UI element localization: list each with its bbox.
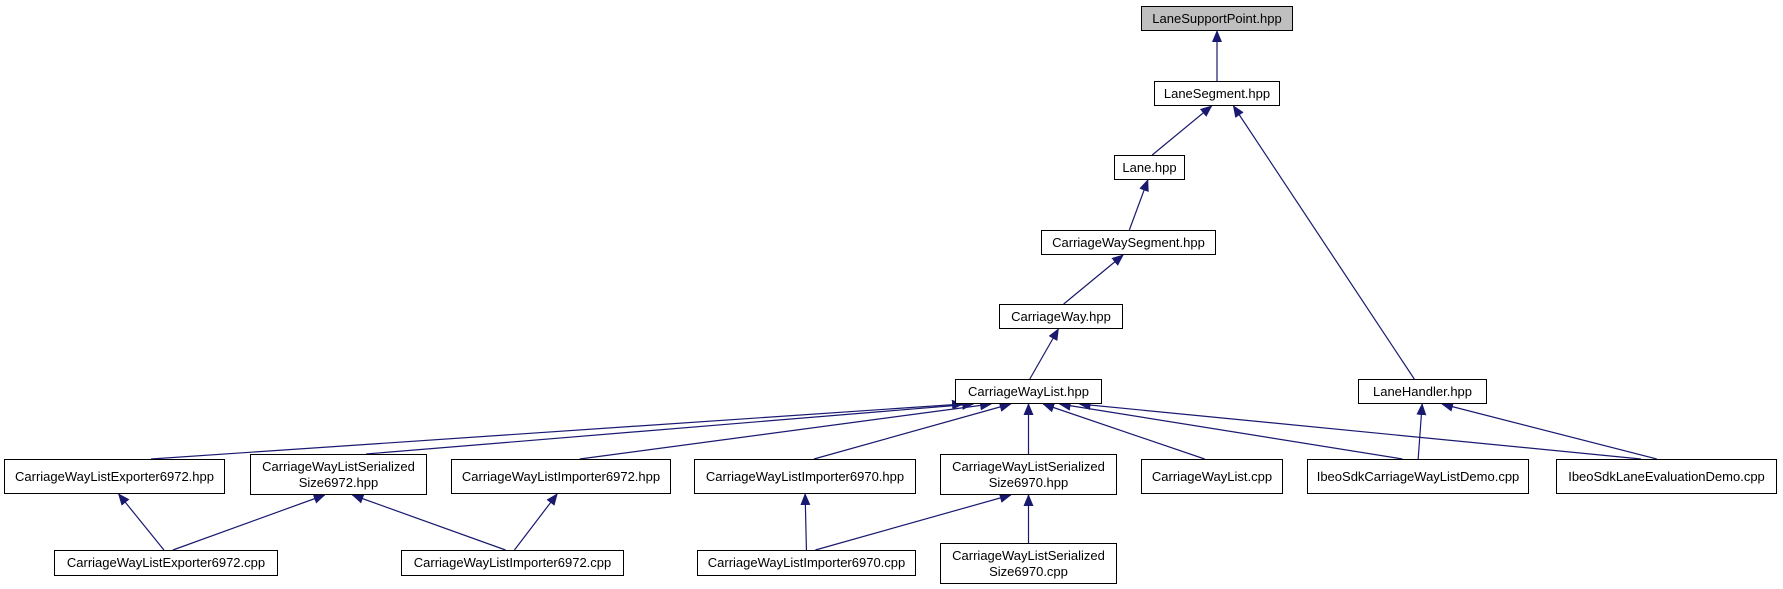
- edge-importer6970_cpp-to-serialized6970_hpp: [815, 493, 1012, 551]
- edge-listdemo_cpp-to-carriagewaylist_hpp: [1058, 400, 1403, 460]
- edge-importer6972_cpp-to-importer6972_hpp: [513, 493, 558, 551]
- node-serialized6970-hpp[interactable]: CarriageWayListSerialized Size6970.hpp: [940, 454, 1117, 495]
- node-lanesupportpoint-hpp: LaneSupportPoint.hpp: [1141, 6, 1293, 31]
- edge-exporter6972_cpp-to-serialized6972_hpp: [172, 494, 326, 551]
- node-carriagewaysegment-hpp[interactable]: CarriageWaySegment.hpp: [1041, 230, 1216, 255]
- edge-carriagewaylist_hpp-to-carriageway_hpp: [1029, 328, 1059, 380]
- edge-importer6970_cpp-to-importer6970_hpp: [800, 493, 811, 551]
- node-lanehandler-hpp[interactable]: LaneHandler.hpp: [1358, 379, 1487, 404]
- node-exporter6972-hpp[interactable]: CarriageWayListExporter6972.hpp: [4, 459, 225, 494]
- node-importer6972-cpp[interactable]: CarriageWayListImporter6972.cpp: [401, 550, 624, 576]
- edge-laneevaldemo_cpp-to-carriagewaylist_hpp: [1078, 400, 1642, 460]
- node-serialized6970-cpp[interactable]: CarriageWayListSerialized Size6970.cpp: [940, 543, 1117, 584]
- node-listdemo-cpp[interactable]: IbeoSdkCarriageWayListDemo.cpp: [1307, 459, 1529, 494]
- edge-carriagewaylist_cpp-to-carriagewaylist_hpp: [1042, 402, 1205, 460]
- node-carriagewaylist-hpp[interactable]: CarriageWayList.hpp: [955, 379, 1102, 404]
- edge-lane_hpp-to-lanesegment_hpp: [1151, 105, 1213, 156]
- node-laneevaldemo-cpp[interactable]: IbeoSdkLaneEvaluationDemo.cpp: [1556, 459, 1777, 494]
- node-importer6970-hpp[interactable]: CarriageWayListImporter6970.hpp: [694, 459, 916, 494]
- node-serialized6972-hpp[interactable]: CarriageWayListSerialized Size6972.hpp: [250, 454, 427, 495]
- node-lane-hpp[interactable]: Lane.hpp: [1114, 155, 1185, 180]
- edge-listdemo_cpp-to-lanehandler_hpp: [1416, 403, 1427, 460]
- edge-importer6970_hpp-to-carriagewaylist_hpp: [813, 402, 1012, 460]
- edge-importer6972_cpp-to-serialized6972_hpp: [351, 494, 506, 551]
- edge-lanehandler_hpp-to-lanesegment_hpp: [1232, 105, 1415, 380]
- edge-carriagewaysegment_hpp-to-lane_hpp: [1128, 179, 1149, 231]
- edge-exporter6972_cpp-to-exporter6972_hpp: [117, 493, 165, 551]
- node-carriageway-hpp[interactable]: CarriageWay.hpp: [999, 304, 1123, 329]
- node-importer6972-hpp[interactable]: CarriageWayListImporter6972.hpp: [451, 459, 671, 494]
- node-carriagewaylist-cpp[interactable]: CarriageWayList.cpp: [1141, 459, 1283, 494]
- edge-importer6972_hpp-to-carriagewaylist_hpp: [579, 400, 993, 460]
- node-lanesegment-hpp[interactable]: LaneSegment.hpp: [1154, 81, 1280, 106]
- edge-exporter6972_hpp-to-carriagewaylist_hpp: [151, 399, 964, 460]
- edge-carriageway_hpp-to-carriagewaysegment_hpp: [1063, 254, 1124, 305]
- edge-serialized6972_hpp-to-carriagewaylist_hpp: [366, 399, 975, 455]
- node-exporter6972-cpp[interactable]: CarriageWayListExporter6972.cpp: [54, 550, 278, 576]
- edge-laneevaldemo_cpp-to-lanehandler_hpp: [1441, 401, 1657, 460]
- node-importer6970-cpp[interactable]: CarriageWayListImporter6970.cpp: [697, 550, 916, 576]
